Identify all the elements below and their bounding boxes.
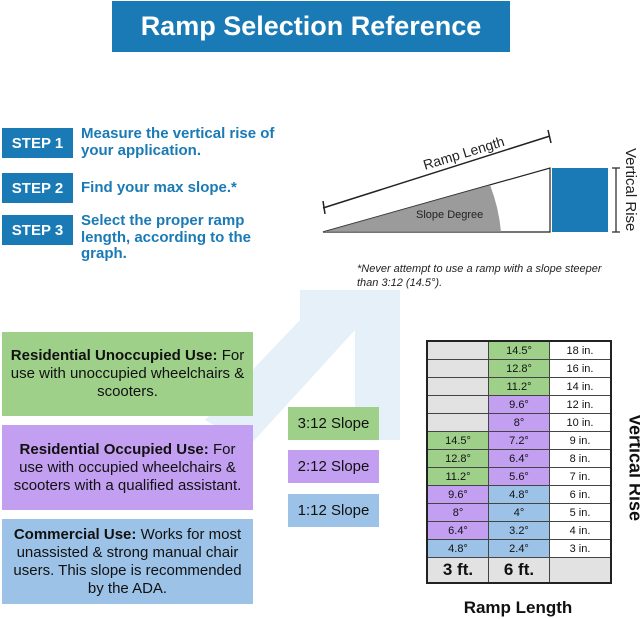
table-x-axis-label: Ramp Length	[463, 598, 573, 617]
step-1-badge: STEP 1	[2, 128, 73, 158]
three-ft-angle-cell	[426, 413, 489, 432]
ramp-diagram: Ramp Length Slope Degree Vertical Rise	[322, 129, 639, 233]
step-3-badge: STEP 3	[2, 215, 73, 245]
six-ft-angle-cell: 8°	[488, 413, 550, 432]
table-row: 11.2°5.6°7 in.	[426, 467, 612, 486]
ramp-length-label: Ramp Length	[421, 133, 506, 173]
vertical-rise-cell: 10 in.	[549, 413, 612, 432]
table-row: 9.6°12 in.	[426, 395, 612, 414]
six-ft-angle-cell: 4°	[488, 503, 550, 522]
three-ft-angle-cell: 12.8°	[426, 449, 489, 468]
six-ft-angle-cell: 3.2°	[488, 521, 550, 540]
vertical-rise-cell: 5 in.	[549, 503, 612, 522]
vertical-rise-label: Vertical Rise	[622, 148, 639, 231]
table-row: 8°10 in.	[426, 413, 612, 432]
table-row: 4.8°2.4°3 in.	[426, 539, 612, 558]
six-ft-angle-cell: 2.4°	[488, 539, 550, 558]
three-ft-angle-cell: 4.8°	[426, 539, 489, 558]
step-1-text: Measure the vertical rise of your applic…	[81, 125, 275, 159]
vertical-rise-cell: 4 in.	[549, 521, 612, 540]
vertical-rise-cell: 16 in.	[549, 359, 612, 378]
step-3-text: Select the proper ramp length, according…	[81, 212, 252, 262]
vertical-rise-cell: 6 in.	[549, 485, 612, 504]
slope-2-12-label: 2:12 Slope	[288, 450, 379, 483]
ramp-length-dimension-line	[322, 135, 551, 209]
six-ft-angle-cell: 4.8°	[488, 485, 550, 504]
residential-occupied-box: Residential Occupied Use: For use with o…	[2, 425, 253, 510]
slope-degree-label: Slope Degree	[416, 209, 483, 221]
ramp-length-cell	[549, 557, 612, 584]
vertical-rise-cell: 12 in.	[549, 395, 612, 414]
table-row: 14.5°7.2°9 in.	[426, 431, 612, 450]
slope-warning-note: *Never attempt to use a ramp with a slop…	[357, 263, 602, 289]
residential-unoccupied-box: Residential Unoccupied Use: For use with…	[2, 332, 253, 416]
use-heading: Residential Unoccupied Use:	[10, 347, 218, 364]
six-ft-angle-cell: 14.5°	[488, 340, 550, 360]
vertical-rise-cell: 9 in.	[549, 431, 612, 450]
use-heading: Commercial Use:	[13, 525, 137, 543]
slope-3-12-label: 3:12 Slope	[288, 407, 379, 440]
three-ft-angle-cell	[426, 377, 489, 396]
use-description: Works for most unassisted & strong manua…	[13, 525, 242, 597]
three-ft-angle-cell: 6.4°	[426, 521, 489, 540]
table-row: 9.6°4.8°6 in.	[426, 485, 612, 504]
ramp-length-table: 14.5°18 in.12.8°16 in.11.2°14 in.9.6°12 …	[426, 340, 612, 584]
table-footer-row: 3 ft.6 ft.	[426, 557, 612, 584]
three-ft-angle-cell: 8°	[426, 503, 489, 522]
three-ft-angle-cell	[426, 395, 489, 414]
table-y-axis-label: Vertical Rise	[625, 413, 640, 522]
three-ft-angle-cell: 11.2°	[426, 467, 489, 486]
vertical-rise-block	[552, 168, 608, 232]
step-2-badge: STEP 2	[2, 173, 73, 203]
six-ft-angle-cell: 5.6°	[488, 467, 550, 486]
slope-1-12-label: 1:12 Slope	[288, 494, 379, 527]
ramp-length-cell: 3 ft.	[426, 557, 489, 584]
six-ft-angle-cell: 9.6°	[488, 395, 550, 414]
six-ft-angle-cell: 11.2°	[488, 377, 550, 396]
page-title: Ramp Selection Reference	[112, 1, 510, 52]
three-ft-angle-cell: 14.5°	[426, 431, 489, 450]
six-ft-angle-cell: 7.2°	[488, 431, 550, 450]
three-ft-angle-cell	[426, 359, 489, 378]
step-2-text: Find your max slope.*	[81, 179, 237, 196]
vertical-rise-cell: 3 in.	[549, 539, 612, 558]
three-ft-angle-cell: 9.6°	[426, 485, 489, 504]
vertical-rise-cell: 8 in.	[549, 449, 612, 468]
six-ft-angle-cell: 12.8°	[488, 359, 550, 378]
table-row: 6.4°3.2°4 in.	[426, 521, 612, 540]
six-ft-angle-cell: 6.4°	[488, 449, 550, 468]
table-row: 12.8°6.4°8 in.	[426, 449, 612, 468]
vertical-rise-cell: 7 in.	[549, 467, 612, 486]
use-description: For use with unoccupied wheelchairs & sc…	[10, 347, 245, 400]
table-row: 11.2°14 in.	[426, 377, 612, 396]
vertical-rise-cell: 18 in.	[549, 340, 612, 360]
three-ft-angle-cell	[426, 340, 489, 360]
slope-degree-wedge	[323, 185, 501, 232]
table-row: 14.5°18 in.	[426, 340, 612, 360]
use-heading: Residential Occupied Use:	[19, 440, 209, 458]
table-row: 8°4°5 in.	[426, 503, 612, 522]
table-row: 12.8°16 in.	[426, 359, 612, 378]
commercial-use-box: Commercial Use: Works for most unassiste…	[2, 519, 253, 604]
ramp-length-cell: 6 ft.	[488, 557, 550, 584]
use-description: For use with occupied wheelchairs & scoo…	[13, 440, 242, 494]
vertical-rise-cell: 14 in.	[549, 377, 612, 396]
